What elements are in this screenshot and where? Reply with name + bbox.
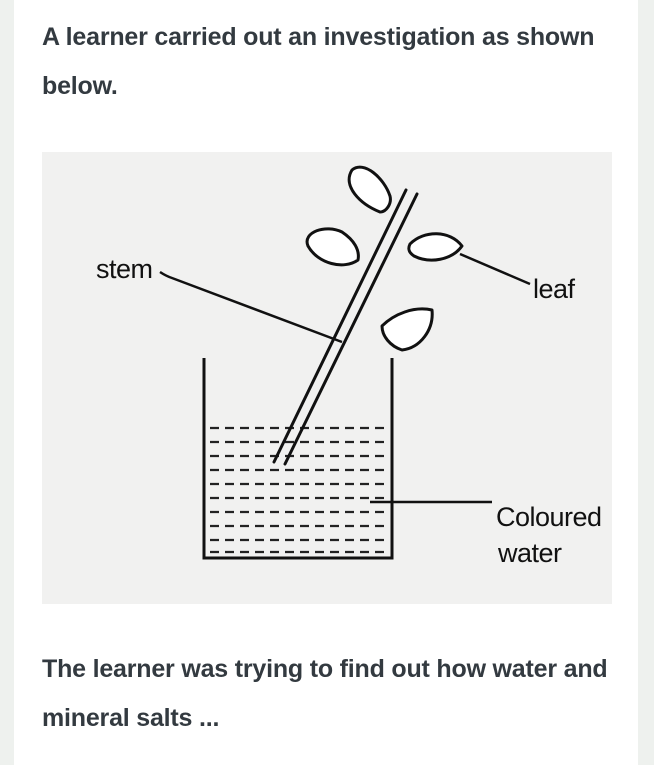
continuation-paragraph: The learner was trying to find out how w…	[42, 655, 608, 732]
investigation-diagram: stem leaf Coloured water	[42, 152, 612, 604]
leaf-right-upper	[407, 232, 464, 262]
intro-paragraph: A learner carried out an investigation a…	[42, 23, 595, 100]
leaf-top	[347, 165, 392, 214]
plant-stem	[272, 188, 419, 466]
plant-leaves	[305, 165, 464, 352]
coloured-water-label-line2: water	[497, 538, 562, 568]
plant-in-water-svg: stem leaf Coloured water	[96, 165, 602, 568]
coloured-water-label-line1: Coloured	[496, 502, 602, 532]
label-pointers	[159, 252, 531, 504]
stem-label: stem	[96, 254, 153, 284]
coloured-water-fill	[210, 426, 388, 554]
leaf-label: leaf	[533, 274, 576, 304]
content-card: A learner carried out an investigation a…	[14, 0, 638, 765]
leaf-right-lower	[380, 307, 434, 352]
leaf-left	[305, 227, 360, 267]
beaker-outline	[202, 358, 394, 560]
